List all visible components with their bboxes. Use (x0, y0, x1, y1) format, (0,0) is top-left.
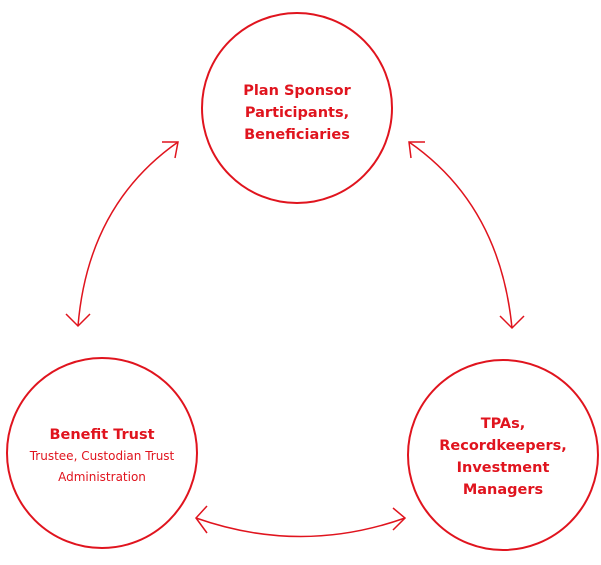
connector-top-right-arrowhead-bottom (499, 315, 525, 330)
connector-top-right (408, 141, 525, 330)
node-benefit-trust: Benefit Trust Trustee, Custodian Trust A… (6, 357, 198, 549)
connector-top-left-arrowhead-bottom (65, 313, 91, 328)
node-benefit-trust-title: Benefit Trust (49, 427, 154, 443)
connector-top-left (65, 141, 179, 328)
connector-left-right-arrowhead-left (195, 505, 208, 534)
node-service-providers: TPAs, Recordkeepers, Investment Managers (407, 359, 599, 551)
connector-left-right-arrowhead-right (392, 507, 407, 531)
node-plan-sponsor-line-2: Participants, (245, 105, 349, 121)
node-benefit-trust-subtitle-line-1: Trustee, Custodian Trust (29, 449, 175, 463)
connector-left-right (195, 505, 407, 538)
connector-left-right-curve (195, 517, 406, 538)
node-service-providers-circle (407, 359, 599, 551)
connector-top-left-curve (77, 141, 179, 327)
node-benefit-trust-circle (6, 357, 198, 549)
node-benefit-trust-subtitle-line-2: Administration (58, 470, 146, 484)
connector-top-left-arrowhead-top (162, 141, 179, 159)
node-service-providers-line-4: Managers (463, 482, 543, 498)
node-service-providers-line-2: Recordkeepers, (439, 438, 567, 454)
connector-top-right-arrowhead-top (408, 141, 425, 159)
node-service-providers-line-3: Investment (457, 460, 550, 476)
node-service-providers-line-1: TPAs, (481, 416, 526, 432)
connector-top-right-curve (408, 141, 513, 329)
node-plan-sponsor-line-1: Plan Sponsor (243, 83, 351, 99)
node-plan-sponsor-circle (201, 12, 393, 204)
node-plan-sponsor-line-3: Beneficiaries (244, 127, 350, 143)
node-plan-sponsor: Plan Sponsor Participants, Beneficiaries (201, 12, 393, 204)
